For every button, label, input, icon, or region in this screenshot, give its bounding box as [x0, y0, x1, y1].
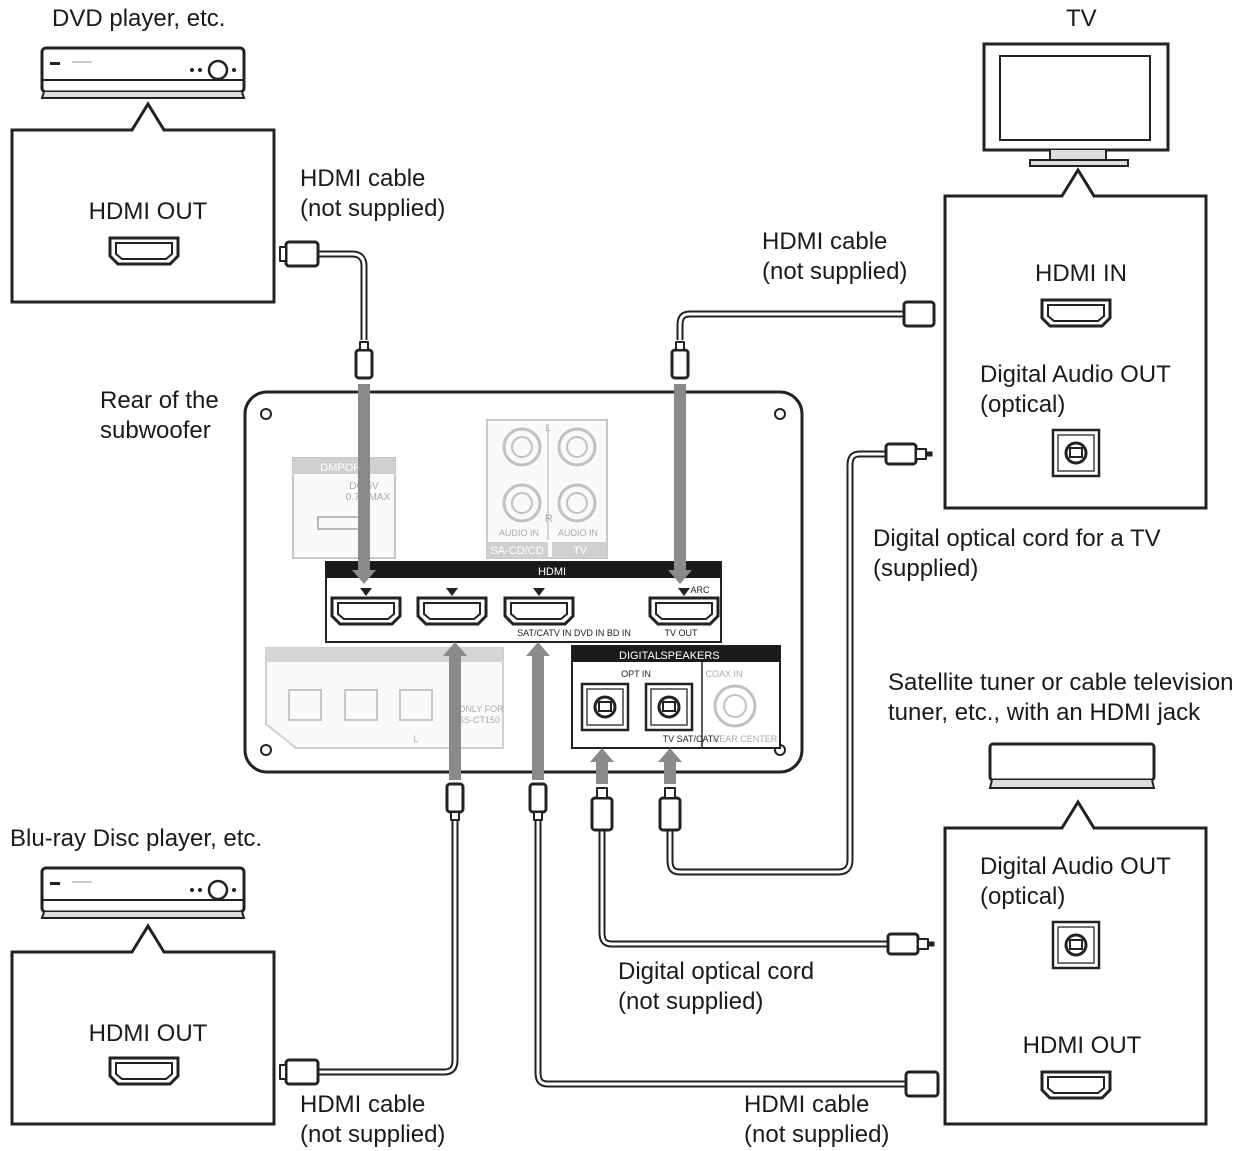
optical-cord-sat-line-1: Digital optical cord	[618, 958, 815, 985]
hdmi-cable-sat-label: HDMI cable (not supplied)	[744, 1090, 889, 1150]
tv-digital-audio-out-text: Digital Audio OUT	[980, 361, 1171, 388]
bluray-player	[10, 866, 276, 1126]
tv-port-callout	[943, 167, 1208, 510]
digital-header-label: DIGITAL	[619, 650, 661, 662]
tv-digital-audio-label: Digital Audio OUT (optical)	[980, 360, 1171, 420]
dmport-label: DMPORT	[320, 462, 368, 474]
hdmi-cable-dvd-label: HDMI cable (not supplied)	[300, 164, 445, 224]
hdmi-cable-dvd-line-2: (not supplied)	[300, 195, 446, 222]
optical-cord-tv-line-2: (supplied)	[873, 555, 979, 582]
hdmi-cable-sat-line-1: HDMI cable	[744, 1091, 870, 1118]
tv-out-label: TV OUT	[665, 628, 699, 638]
hdmi-cable-bluray-line-1: HDMI cable	[300, 1091, 426, 1118]
audio-l-label: L	[545, 423, 550, 433]
bluray-player-icon	[40, 866, 246, 920]
dvd-hdmi-out-label: HDMI OUT	[88, 198, 208, 225]
audio-in-block	[486, 419, 608, 559]
optical-cord-tv-label: Digital optical cord for a TV (supplied)	[873, 524, 1161, 584]
bluray-hdmi-out-label: HDMI OUT	[88, 1020, 208, 1047]
audio-r-label: R	[545, 513, 553, 525]
optical-cord-sat-line-2: (not supplied)	[618, 988, 764, 1015]
subwoofer-rear-panel: DMPORT DC 5V 0.7A MAX L R AUDIO IN AUDIO…	[243, 390, 804, 774]
tv-hdmi-in-label: HDMI IN	[1035, 260, 1127, 287]
speaker-l-label: L	[413, 734, 418, 744]
subwoofer-label: Rear of the subwoofer	[100, 386, 219, 446]
speakers-block	[265, 647, 504, 749]
hdmi-header-label: HDMI	[538, 566, 566, 578]
only-for-label-2: SS-CT150	[458, 715, 500, 725]
speakers-header-label: SPEAKERS	[660, 650, 719, 662]
satellite-tuner	[943, 742, 1208, 1126]
hdmi-cable-sat-line-2: (not supplied)	[744, 1121, 890, 1148]
audio-in-label-2: AUDIO IN	[558, 528, 598, 538]
cable-hdmi-tv	[670, 300, 936, 380]
arc-label: ARC	[690, 585, 710, 595]
only-for-label-1: ONLY FOR	[458, 704, 504, 714]
sat-digital-audio-out-text: Digital Audio OUT	[980, 853, 1171, 880]
hdmi-cable-tv-line-1: HDMI cable	[762, 228, 888, 255]
hdmi-cable-dvd-line-1: HDMI cable	[300, 165, 426, 192]
hdmi-block	[325, 561, 722, 643]
tv	[943, 42, 1208, 510]
tv-sat-label: TV SAT/CATV	[663, 734, 720, 744]
coax-in-label: COAX IN	[705, 669, 742, 679]
sat-optical-text: (optical)	[980, 883, 1066, 910]
audio-in-label-1: AUDIO IN	[499, 528, 539, 538]
tv-title: TV	[1066, 5, 1097, 32]
hdmi-cable-bluray-line-2: (not supplied)	[300, 1121, 446, 1148]
dvd-title: DVD player, etc.	[52, 5, 226, 32]
dvd-player-icon	[40, 46, 246, 100]
hdmi-in-labels: SAT/CATV IN DVD IN BD IN	[517, 628, 631, 638]
hdmi-cable-tv-label: HDMI cable (not supplied)	[762, 227, 907, 287]
opt-in-label: OPT IN	[621, 669, 651, 679]
sacd-label: SA-CD/CD	[490, 545, 543, 557]
cable-hdmi-dvd	[279, 240, 374, 380]
dvd-player	[10, 46, 276, 304]
satellite-title-line-1: Satellite tuner or cable television	[888, 669, 1234, 696]
subwoofer-label-line-2: subwoofer	[100, 417, 211, 444]
dmport-block	[292, 457, 396, 559]
sat-digital-audio-label: Digital Audio OUT (optical)	[980, 852, 1171, 912]
satellite-title: Satellite tuner or cable television tune…	[888, 668, 1234, 728]
satellite-tuner-icon	[988, 742, 1156, 782]
digital-block	[571, 645, 781, 749]
hdmi-cable-bluray-label: HDMI cable (not supplied)	[300, 1090, 445, 1150]
rear-center-label: REAR CENTER	[713, 734, 778, 744]
tv-audio-label: TV	[573, 545, 588, 557]
tv-optical-text: (optical)	[980, 391, 1066, 418]
optical-cord-tv-line-1: Digital optical cord for a TV	[873, 525, 1161, 552]
satellite-title-line-2: tuner, etc., with an HDMI jack	[888, 699, 1201, 726]
hdmi-cable-tv-line-2: (not supplied)	[762, 258, 908, 285]
bluray-port-callout	[10, 923, 276, 1126]
optical-cord-sat-label: Digital optical cord (not supplied)	[618, 957, 814, 1017]
insertion-arrows	[352, 384, 692, 784]
cable-hdmi-bluray	[279, 782, 465, 1086]
bluray-title: Blu-ray Disc player, etc.	[10, 825, 263, 852]
subwoofer-label-line-1: Rear of the	[100, 387, 219, 414]
cable-optical-tv	[658, 442, 933, 876]
cable-hdmi-satellite	[528, 782, 940, 1098]
dvd-port-callout	[10, 101, 276, 304]
sat-hdmi-out-label: HDMI OUT	[1022, 1032, 1142, 1059]
cable-optical-satellite	[590, 787, 935, 956]
